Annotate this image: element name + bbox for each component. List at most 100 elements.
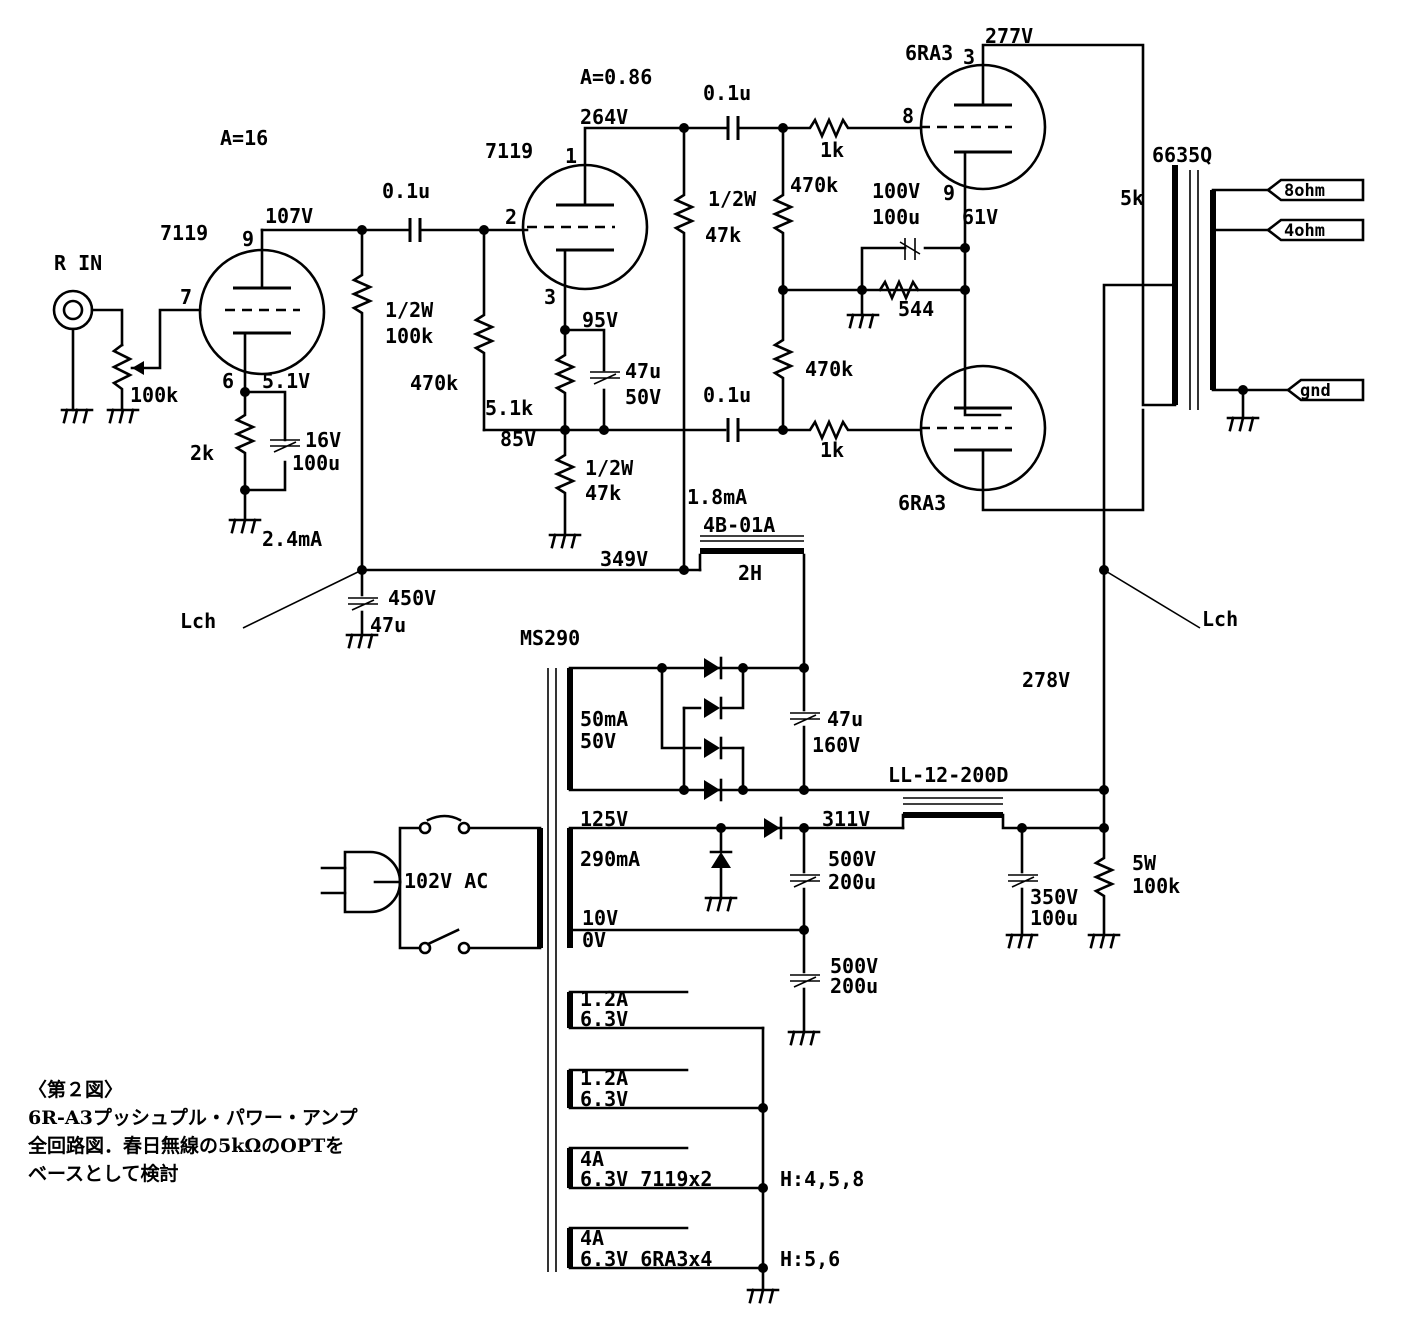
- label-v1plate: 107V: [265, 204, 313, 228]
- label-cb4a: 350V: [1030, 885, 1078, 909]
- label-h4c: H:5,6: [780, 1247, 840, 1271]
- caption-line-2: 6R-A3プッシュプル・パワー・アンプ: [28, 1107, 358, 1129]
- input-jack: [52, 289, 124, 424]
- label-s1a: 50mA: [580, 707, 628, 731]
- label-gain2: A=0.86: [580, 65, 652, 89]
- label-ac: 102V AC: [404, 869, 488, 893]
- label-rk3: 544: [898, 297, 934, 321]
- label-lch1: Lch: [180, 609, 216, 633]
- label-s2d: 0V: [582, 928, 606, 952]
- label-b2: 278V: [1022, 668, 1070, 692]
- label-h3b: 6.3V 7119x2: [580, 1167, 712, 1191]
- label-v1: 7119: [160, 221, 208, 245]
- label-cb1a: 47u: [827, 707, 863, 731]
- label-i2: 1.8mA: [687, 485, 747, 509]
- label-out8: 8ohm: [1284, 181, 1325, 201]
- label-ck1a: 16V: [305, 428, 341, 452]
- label-choke1: 4B-01A: [703, 513, 775, 537]
- label-rin: R IN: [54, 251, 102, 275]
- label-cb2b: 200u: [828, 870, 876, 894]
- tube-v3: [919, 43, 1177, 417]
- label-v2p1: 1: [565, 144, 577, 168]
- label-h1a: 1.2A: [580, 987, 628, 1011]
- label-v4: 6RA3: [898, 491, 946, 515]
- label-i1: 2.4mA: [262, 527, 322, 551]
- caption-line-4: ベースとして検討: [28, 1163, 179, 1185]
- label-rg4: 470k: [805, 357, 853, 381]
- label-v1p7: 7: [180, 285, 192, 309]
- label-cb3a: 500V: [830, 954, 878, 978]
- label-rg2: 470k: [410, 371, 458, 395]
- label-rbl2: 100k: [1132, 874, 1180, 898]
- label-v2cath: 95V: [582, 308, 618, 332]
- label-v3p9: 9: [943, 181, 955, 205]
- label-h2b: 6.3V: [580, 1087, 628, 1111]
- caption-line-3: 全回路図．春日無線の5kΩのOPTを: [28, 1135, 345, 1157]
- label-v1p9: 9: [242, 227, 254, 251]
- label-rb2b: 47k: [585, 481, 621, 505]
- v1-plate-load: [350, 218, 486, 572]
- label-pt: MS290: [520, 626, 580, 650]
- label-b3: 311V: [822, 807, 870, 831]
- label-out4: 4ohm: [1284, 221, 1325, 241]
- caption-line-1: 〈第２図〉: [28, 1079, 124, 1101]
- volume-pot: [106, 308, 202, 424]
- label-lch2: Lch: [1202, 607, 1238, 631]
- label-rg3: 470k: [790, 173, 838, 197]
- label-ck1b: 100u: [292, 451, 340, 475]
- label-v1p6: 6: [222, 369, 234, 393]
- label-cb3b: 200u: [830, 974, 878, 998]
- label-h4b: 6.3V 6RA3x4: [580, 1247, 712, 1271]
- labels: R IN 100k A=16 7119 9 7 6 107V 5.1V 2k 1…: [54, 24, 1331, 1271]
- label-outg: gnd: [1300, 381, 1331, 401]
- ac-input: [320, 814, 542, 955]
- label-ck2b: 50V: [625, 385, 661, 409]
- label-s1b: 50V: [580, 729, 616, 753]
- label-h4a: 4A: [580, 1226, 604, 1250]
- label-s2a: 125V: [580, 807, 628, 831]
- bridge-rectifier: [657, 656, 820, 802]
- label-cb4b: 100u: [1030, 906, 1078, 930]
- tube-v1: [198, 228, 326, 394]
- label-cc3: 0.1u: [703, 383, 751, 407]
- label-rl1a: 1/2W: [385, 298, 434, 322]
- label-v2: 7119: [485, 139, 533, 163]
- label-cf1a: 450V: [388, 586, 436, 610]
- bplus-supply: [704, 568, 1121, 1046]
- label-ck2a: 47u: [625, 359, 661, 383]
- power-transformer: [537, 666, 1106, 1304]
- label-v3cath: 61V: [962, 205, 998, 229]
- label-v3p3: 3: [963, 45, 975, 69]
- label-v3plate: 277V: [985, 24, 1033, 48]
- label-h1b: 6.3V: [580, 1007, 628, 1031]
- label-rb2a: 1/2W: [585, 456, 634, 480]
- label-h3c: H:4,5,8: [780, 1167, 864, 1191]
- output-cathode: [846, 238, 970, 329]
- label-b1: 349V: [600, 547, 648, 571]
- v2-plate-network: [672, 116, 967, 572]
- label-rk2: 5.1k: [485, 396, 533, 420]
- bplus-line: [242, 535, 1201, 670]
- label-v2p3: 3: [544, 285, 556, 309]
- label-choke2: LL-12-200D: [888, 763, 1008, 787]
- label-s2b: 290mA: [580, 847, 640, 871]
- label-rl2b: 47k: [705, 223, 741, 247]
- label-v2p2: 2: [505, 205, 517, 229]
- label-choke1h: 2H: [738, 561, 762, 585]
- figure-caption: 〈第２図〉 6R-A3プッシュプル・パワー・アンプ 全回路図．春日無線の5kΩの…: [28, 1076, 358, 1188]
- label-cb1b: 160V: [812, 733, 860, 757]
- v1-cathode: [228, 387, 300, 534]
- label-h2a: 1.2A: [580, 1066, 628, 1090]
- label-cf1b: 47u: [370, 613, 406, 637]
- label-vol: 100k: [130, 383, 178, 407]
- label-v3p8: 8: [902, 104, 914, 128]
- tube-v2: [472, 126, 686, 432]
- label-rk1: 2k: [190, 441, 214, 465]
- tube-v4: [919, 364, 1145, 512]
- label-rs1: 1k: [820, 138, 844, 162]
- label-ck3b: 100u: [872, 205, 920, 229]
- output-transformer: [1102, 165, 1365, 572]
- label-rbl1: 5W: [1132, 851, 1157, 875]
- label-gain1: A=16: [220, 126, 268, 150]
